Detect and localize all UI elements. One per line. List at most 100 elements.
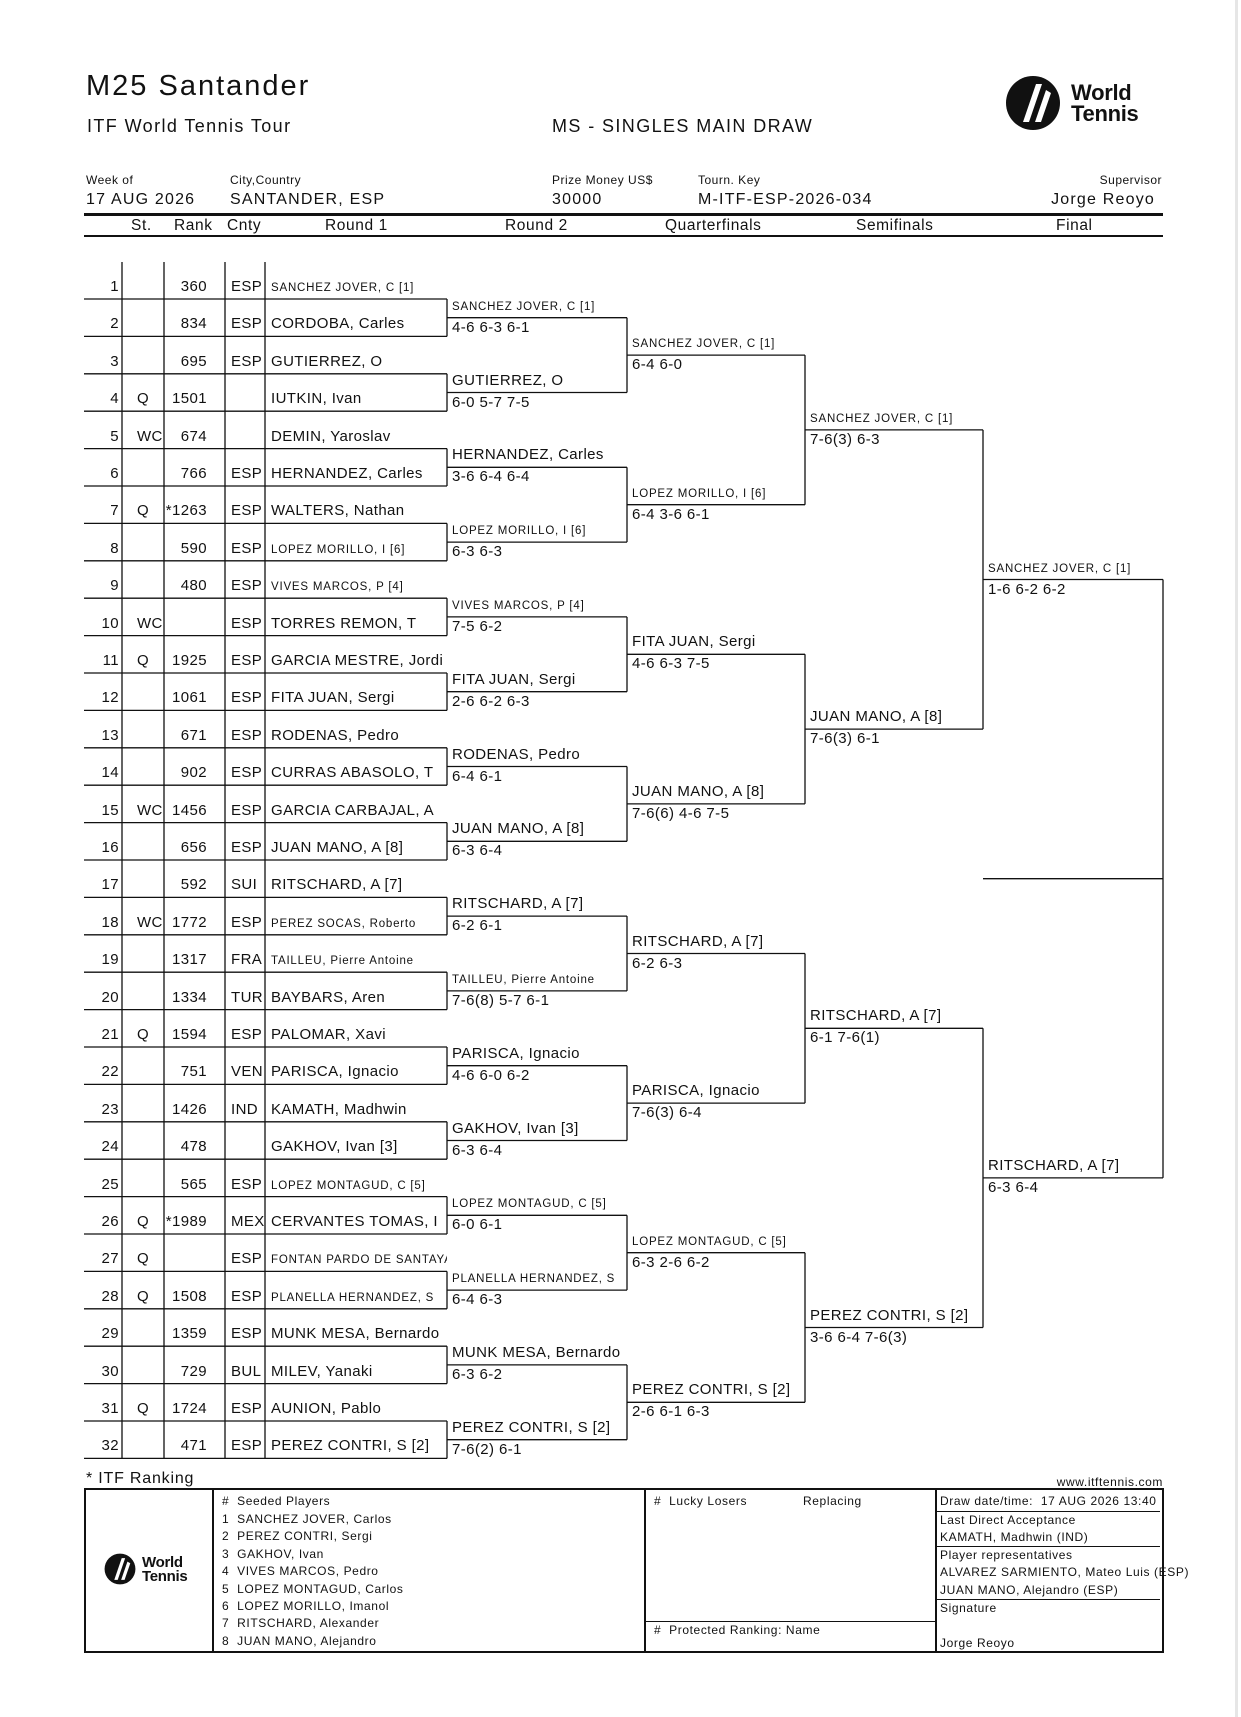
match-score: 6-4 3-6 6-1	[632, 505, 710, 523]
draw-position: 17	[101, 876, 119, 894]
draw-position: 24	[101, 1138, 119, 1156]
draw-position: 4	[110, 390, 119, 408]
footer-right-rule-3	[937, 1599, 1160, 1600]
player-country: ESP	[231, 1325, 263, 1343]
player-name: CERVANTES TOMAS, I	[271, 1213, 438, 1230]
player-rank: 834	[180, 315, 207, 333]
col-header-round2: Round 2	[505, 217, 568, 234]
winner-name: JUAN MANO, A [8]	[810, 708, 943, 726]
player-country: ESP	[231, 652, 263, 669]
player-rank: 766	[180, 465, 207, 482]
player-rank: 480	[180, 577, 207, 595]
entry-status: Q	[137, 652, 150, 669]
player-rank: 729	[180, 1362, 207, 1380]
draw-position: 12	[101, 689, 119, 707]
draw-name: MS - SINGLES MAIN DRAW	[552, 116, 814, 136]
col-header-rank: Rank	[174, 217, 213, 234]
match-score: 6-2 6-3	[632, 954, 683, 972]
entry-status: Q	[137, 1287, 150, 1305]
player-name: MILEV, Yanaki	[271, 1362, 373, 1380]
match-score: 4-6 6-3 6-1	[452, 318, 530, 336]
player-name: PEREZ CONTRI, S [2]	[271, 1437, 430, 1455]
player-rank: 1925	[172, 652, 207, 669]
player-name: GARCIA CARBAJAL, A	[271, 801, 435, 819]
draw-position: 26	[101, 1213, 119, 1230]
winner-name: RITSCHARD, A [7]	[452, 895, 584, 913]
entry-status: WC	[137, 427, 163, 445]
winner-name: PEREZ CONTRI, S [2]	[810, 1306, 969, 1324]
winner-name: MUNK MESA, Bernardo	[452, 1343, 621, 1361]
winner-name: SANCHEZ JOVER, C [1]	[810, 412, 954, 425]
player-rank: 751	[180, 1063, 207, 1081]
player-rank: 478	[180, 1138, 207, 1156]
entry-status: WC	[137, 801, 163, 819]
match-score: 6-4 6-0	[632, 356, 683, 374]
player-name: RODENAS, Pedro	[271, 726, 400, 744]
week-value: 17 AUG 2026	[86, 191, 196, 208]
footer-divider-2	[644, 1488, 646, 1651]
winner-name: SANCHEZ JOVER, C [1]	[632, 338, 776, 351]
seeded-players-header: # Seeded Players	[222, 1494, 331, 1508]
player-country: ESP	[231, 1287, 263, 1305]
footer-world-tennis-logo-icon	[104, 1553, 136, 1590]
player-rank: *1989	[165, 1213, 207, 1230]
player-country: BUL	[231, 1362, 262, 1380]
player-name: TORRES REMON, T	[271, 614, 417, 632]
winner-name: LOPEZ MONTAGUD, C [5]	[632, 1235, 787, 1248]
signature-value: Jorge Reoyo	[940, 1636, 1015, 1650]
player-rank: 590	[180, 539, 207, 557]
player-rank: 1772	[172, 913, 207, 931]
draw-position: 9	[110, 577, 119, 595]
player-name: HERNANDEZ, Carles	[271, 465, 423, 482]
player-rank: 1334	[172, 988, 207, 1006]
footer-divider-1	[212, 1488, 214, 1651]
player-country: VEN	[231, 1063, 264, 1081]
match-score: 3-6 6-4 7-6(3)	[810, 1328, 908, 1346]
match-score: 6-1 7-6(1)	[810, 1029, 880, 1047]
draw-position: 7	[110, 502, 119, 520]
match-score: 6-3 2-6 6-2	[632, 1253, 710, 1271]
prize-label: Prize Money US$	[552, 173, 653, 187]
winner-name: RITSCHARD, A [7]	[988, 1156, 1120, 1174]
entry-status: Q	[137, 1250, 150, 1268]
match-score: 7-6(3) 6-3	[810, 430, 880, 448]
winner-name: GAKHOV, Ivan [3]	[452, 1119, 579, 1137]
draw-position: 23	[101, 1100, 119, 1118]
match-score: 7-6(3) 6-4	[632, 1104, 702, 1122]
match-score: 7-5 6-2	[452, 617, 503, 635]
seeded-player: 5 LOPEZ MONTAGUD, Carlos	[222, 1581, 404, 1596]
draw-position: 6	[110, 465, 119, 482]
winner-name: PEREZ CONTRI, S [2]	[632, 1381, 791, 1399]
seeded-player: 1 SANCHEZ JOVER, Carlos	[222, 1512, 392, 1526]
player-country: ESP	[231, 465, 263, 482]
winner-name: GUTIERREZ, O	[452, 371, 564, 389]
player-name: SANCHEZ JOVER, C [1]	[271, 282, 415, 294]
player-name: FONTAN PARDO DE SANTAYANA, F	[271, 1254, 447, 1267]
winner-name: RITSCHARD, A [7]	[810, 1007, 942, 1025]
player-name: PLANELLA HERNANDEZ, S	[271, 1291, 435, 1304]
player-country: ESP	[231, 913, 263, 931]
player-name: LOPEZ MONTAGUD, C [5]	[271, 1179, 426, 1192]
col-header-round1: Round 1	[325, 217, 388, 234]
player-rank: 1426	[172, 1100, 207, 1118]
match-score: 6-3 6-2	[452, 1365, 503, 1383]
seeded-player: 7 RITSCHARD, Alexander	[222, 1616, 380, 1631]
player-rep: ALVAREZ SARMIENTO, Mateo Luis (ESP)	[940, 1565, 1190, 1579]
player-name: PALOMAR, Xavi	[271, 1026, 386, 1043]
player-rank: 360	[180, 278, 207, 295]
last-direct-acceptance-value: KAMATH, Madhwin (IND)	[940, 1530, 1089, 1544]
match-score: 6-3 6-3	[452, 543, 503, 561]
player-country: IND	[231, 1100, 259, 1118]
player-country: ESP	[231, 278, 263, 295]
draw-position: 1	[110, 278, 119, 295]
entry-status: Q	[137, 390, 150, 408]
lucky-losers-header: # Lucky Losers	[654, 1494, 748, 1508]
player-rank: 565	[180, 1175, 207, 1193]
draw-position: 27	[101, 1250, 119, 1268]
match-score: 7-6(6) 4-6 7-5	[632, 804, 730, 822]
player-rep: JUAN MANO, Alejandro (ESP)	[940, 1583, 1119, 1597]
winner-name: SANCHEZ JOVER, C [1]	[988, 562, 1132, 575]
draw-datetime: Draw date/time: 17 AUG 2026 13:40	[940, 1494, 1157, 1508]
player-name: DEMIN, Yaroslav	[271, 427, 391, 445]
player-rank: 1359	[172, 1325, 207, 1343]
